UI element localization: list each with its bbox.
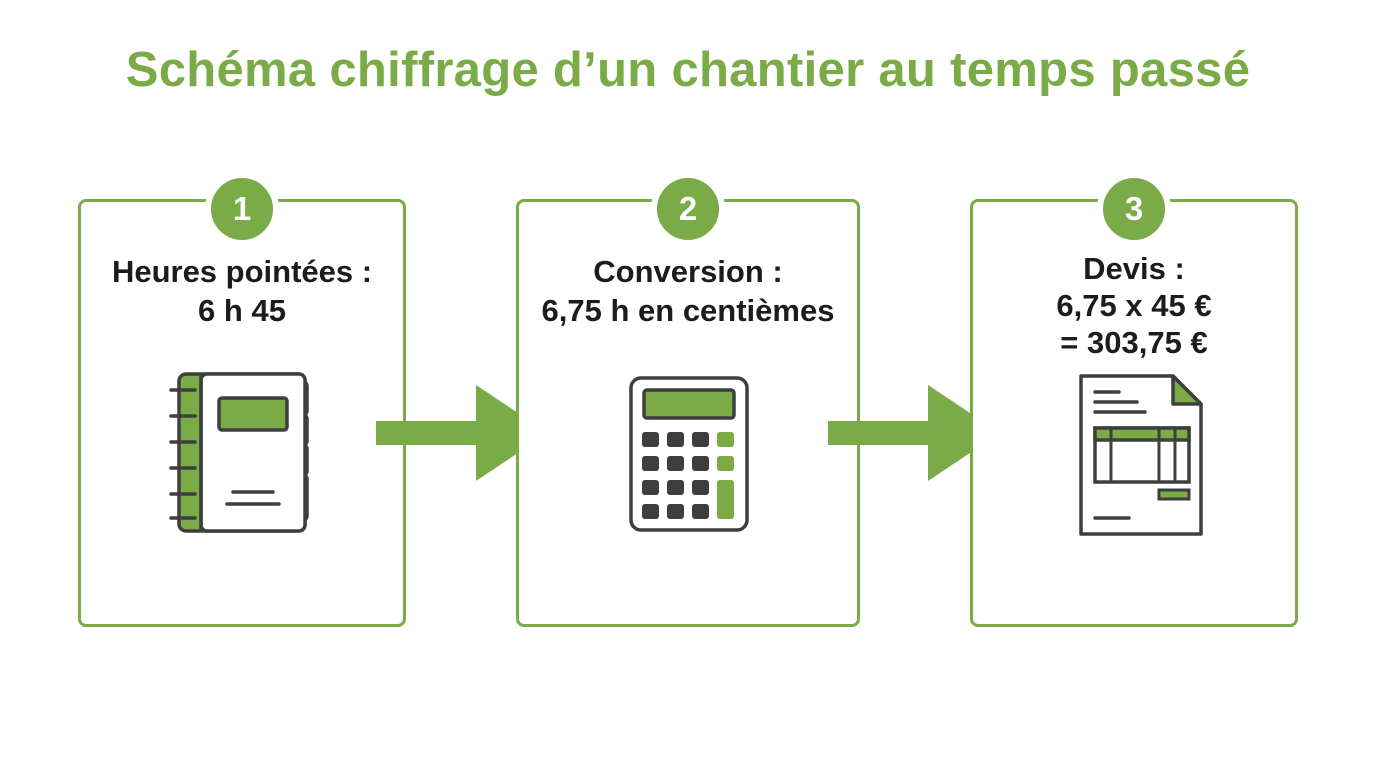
calculator-icon — [629, 376, 749, 532]
step-number-badge: 1 — [205, 172, 279, 246]
step-label-line: Devis : — [1083, 251, 1185, 286]
step-label-line: 6,75 x 45 € — [1056, 288, 1212, 323]
step-label-line: Heures pointées : — [111, 254, 373, 289]
step-label-line: = 303,75 € — [1060, 325, 1208, 360]
notebook-icon — [169, 372, 309, 533]
step-number-badge: 2 — [651, 172, 725, 246]
step-label: Conversion : 6,75 h en centièmes — [519, 252, 857, 330]
step-label: Devis : 6,75 x 45 € = 303,75 € — [973, 250, 1295, 361]
step-number-badge: 3 — [1097, 172, 1171, 246]
invoice-document-icon — [1079, 374, 1203, 536]
step-label: Heures pointées : 6 h 45 — [81, 252, 403, 330]
arrow-right-icon — [376, 385, 548, 481]
step-card-1: 1 Heures pointées : 6 h 45 — [78, 172, 406, 627]
arrow-right-icon — [828, 385, 1000, 481]
step-card-3: 3 Devis : 6,75 x 45 € = 303,75 € — [970, 172, 1298, 627]
diagram-title: Schéma chiffrage d’un chantier au temps … — [125, 43, 1251, 97]
step-label-line: 6,75 h en centièmes — [541, 293, 835, 328]
step-label-line: 6 h 45 — [198, 293, 286, 328]
step-label-line: Conversion : — [593, 254, 783, 289]
step-card-2: 2 Conversion : 6,75 h en centièmes — [516, 172, 860, 627]
